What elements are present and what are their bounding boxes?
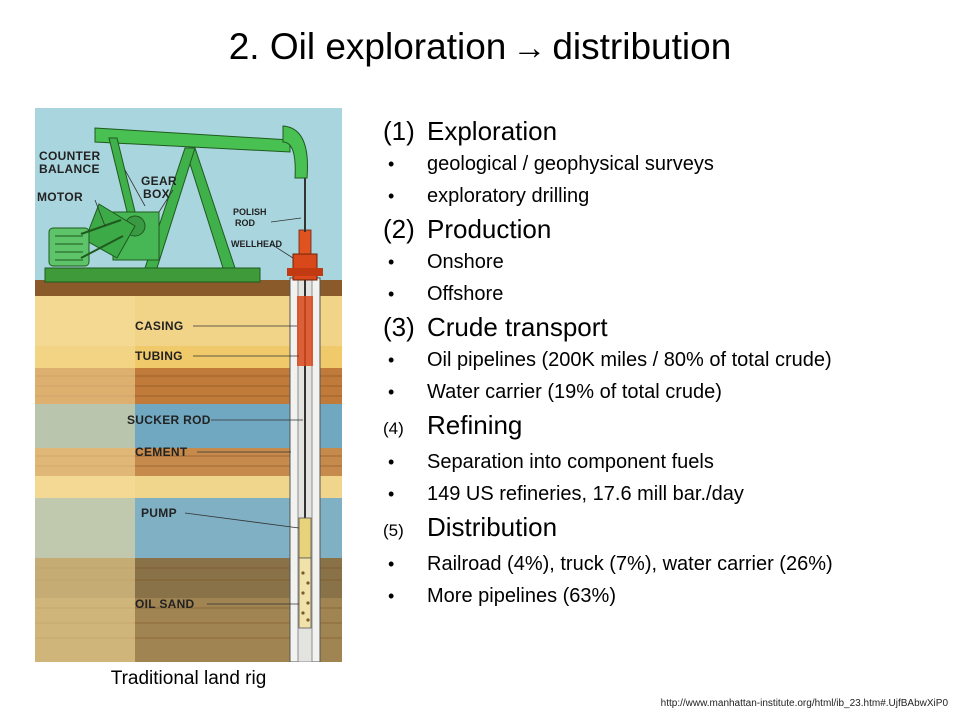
label-wellhead: WELLHEAD [231,239,282,249]
label-tubing: TUBING [135,349,183,363]
section-number: (5) [383,521,404,540]
bullet-icon: • [388,452,395,472]
outline: (1) Exploration • geological / geophysical … [383,114,943,612]
label-sucker-rod: SUCKER ROD [127,413,211,427]
bullet-icon: • [388,350,395,370]
list-item: • geological / geophysical surveys [383,148,943,180]
label-oil-sand: OIL SAND [135,597,195,611]
bullet-list: • Railroad (4%), truck (7%), water carrie… [383,548,943,612]
label-pump: PUMP [141,506,177,520]
bullet-icon: • [388,586,395,606]
bullet-icon: • [388,186,395,206]
label-box: BOX [143,187,170,201]
bullet-text: Onshore [427,251,504,273]
list-item: • Water carrier (19% of total crude) [383,376,943,408]
bullet-text: Oil pipelines (200K miles / 80% of total… [427,349,832,371]
bullet-text: More pipelines (63%) [427,585,616,607]
section-number: (2) [383,214,415,244]
section-title: Refining [427,410,523,440]
section-heading: (1) Exploration [383,114,943,148]
section-number: (3) [383,312,415,342]
section-number: (1) [383,116,415,146]
list-item: • Railroad (4%), truck (7%), water carrie… [383,548,943,580]
bullet-list: • Onshore • Offshore [383,246,943,310]
figure-caption: Traditional land rig [110,668,267,689]
section-title: Crude transport [427,312,608,342]
oil-rig-illustration: COUNTER BALANCE MOTOR GEAR BOX POLISH RO… [35,108,342,662]
bullet-icon: • [388,382,395,402]
section-heading: (3) Crude transport [383,310,943,344]
bullet-list: • geological / geophysical surveys • explor… [383,148,943,212]
section-title: Production [427,214,552,244]
list-item: • Onshore [383,246,943,278]
section-number: (4) [383,419,404,438]
label-casing: CASING [135,319,183,333]
label-counter: COUNTER [39,149,100,163]
title-suffix: distribution [552,26,732,67]
list-item: • Separation into component fuels [383,446,943,478]
bullet-icon: • [388,284,395,304]
source-url: http://www.manhattan-institute.org/html/… [660,698,948,709]
bullet-icon: • [388,484,395,504]
label-polish: POLISH [233,207,267,217]
list-item: • exploratory drilling [383,180,943,212]
section-title: Distribution [427,512,558,542]
section-title: Exploration [427,116,558,146]
bullet-text: Railroad (4%), truck (7%), water carrier… [427,553,833,575]
bullet-text: Water carrier (19% of total crude) [427,381,722,403]
list-item: • Offshore [383,278,943,310]
section-heading: (4) Refining [383,408,943,446]
bullet-text: 149 US refineries, 17.6 mill bar./day [427,483,744,505]
bullet-text: exploratory drilling [427,185,590,207]
bullet-text: Separation into component fuels [427,451,714,473]
label-balance: BALANCE [39,162,100,176]
title-prefix: 2. Oil exploration [228,26,507,67]
bullet-icon: • [388,252,395,272]
section-heading: (5) Distribution [383,510,943,548]
bullet-icon: • [388,154,395,174]
bullet-list: • Oil pipelines (200K miles / 80% of tota… [383,344,943,408]
right-arrow-icon: → [512,29,547,67]
bullet-icon: • [388,554,395,574]
section-heading: (2) Production [383,212,943,246]
list-item: • More pipelines (63%) [383,580,943,612]
bullet-text: Offshore [427,283,504,305]
list-item: • 149 US refineries, 17.6 mill bar./day [383,478,943,510]
slide-title: 2. Oil exploration→distribution [0,22,960,73]
bullet-list: • Separation into component fuels • 149 US … [383,446,943,510]
label-gear: GEAR [141,174,177,188]
bullet-text: geological / geophysical surveys [427,153,714,175]
list-item: • Oil pipelines (200K miles / 80% of tota… [383,344,943,376]
label-rod: ROD [235,218,256,228]
label-cement: CEMENT [135,445,188,459]
label-motor: MOTOR [37,190,83,204]
